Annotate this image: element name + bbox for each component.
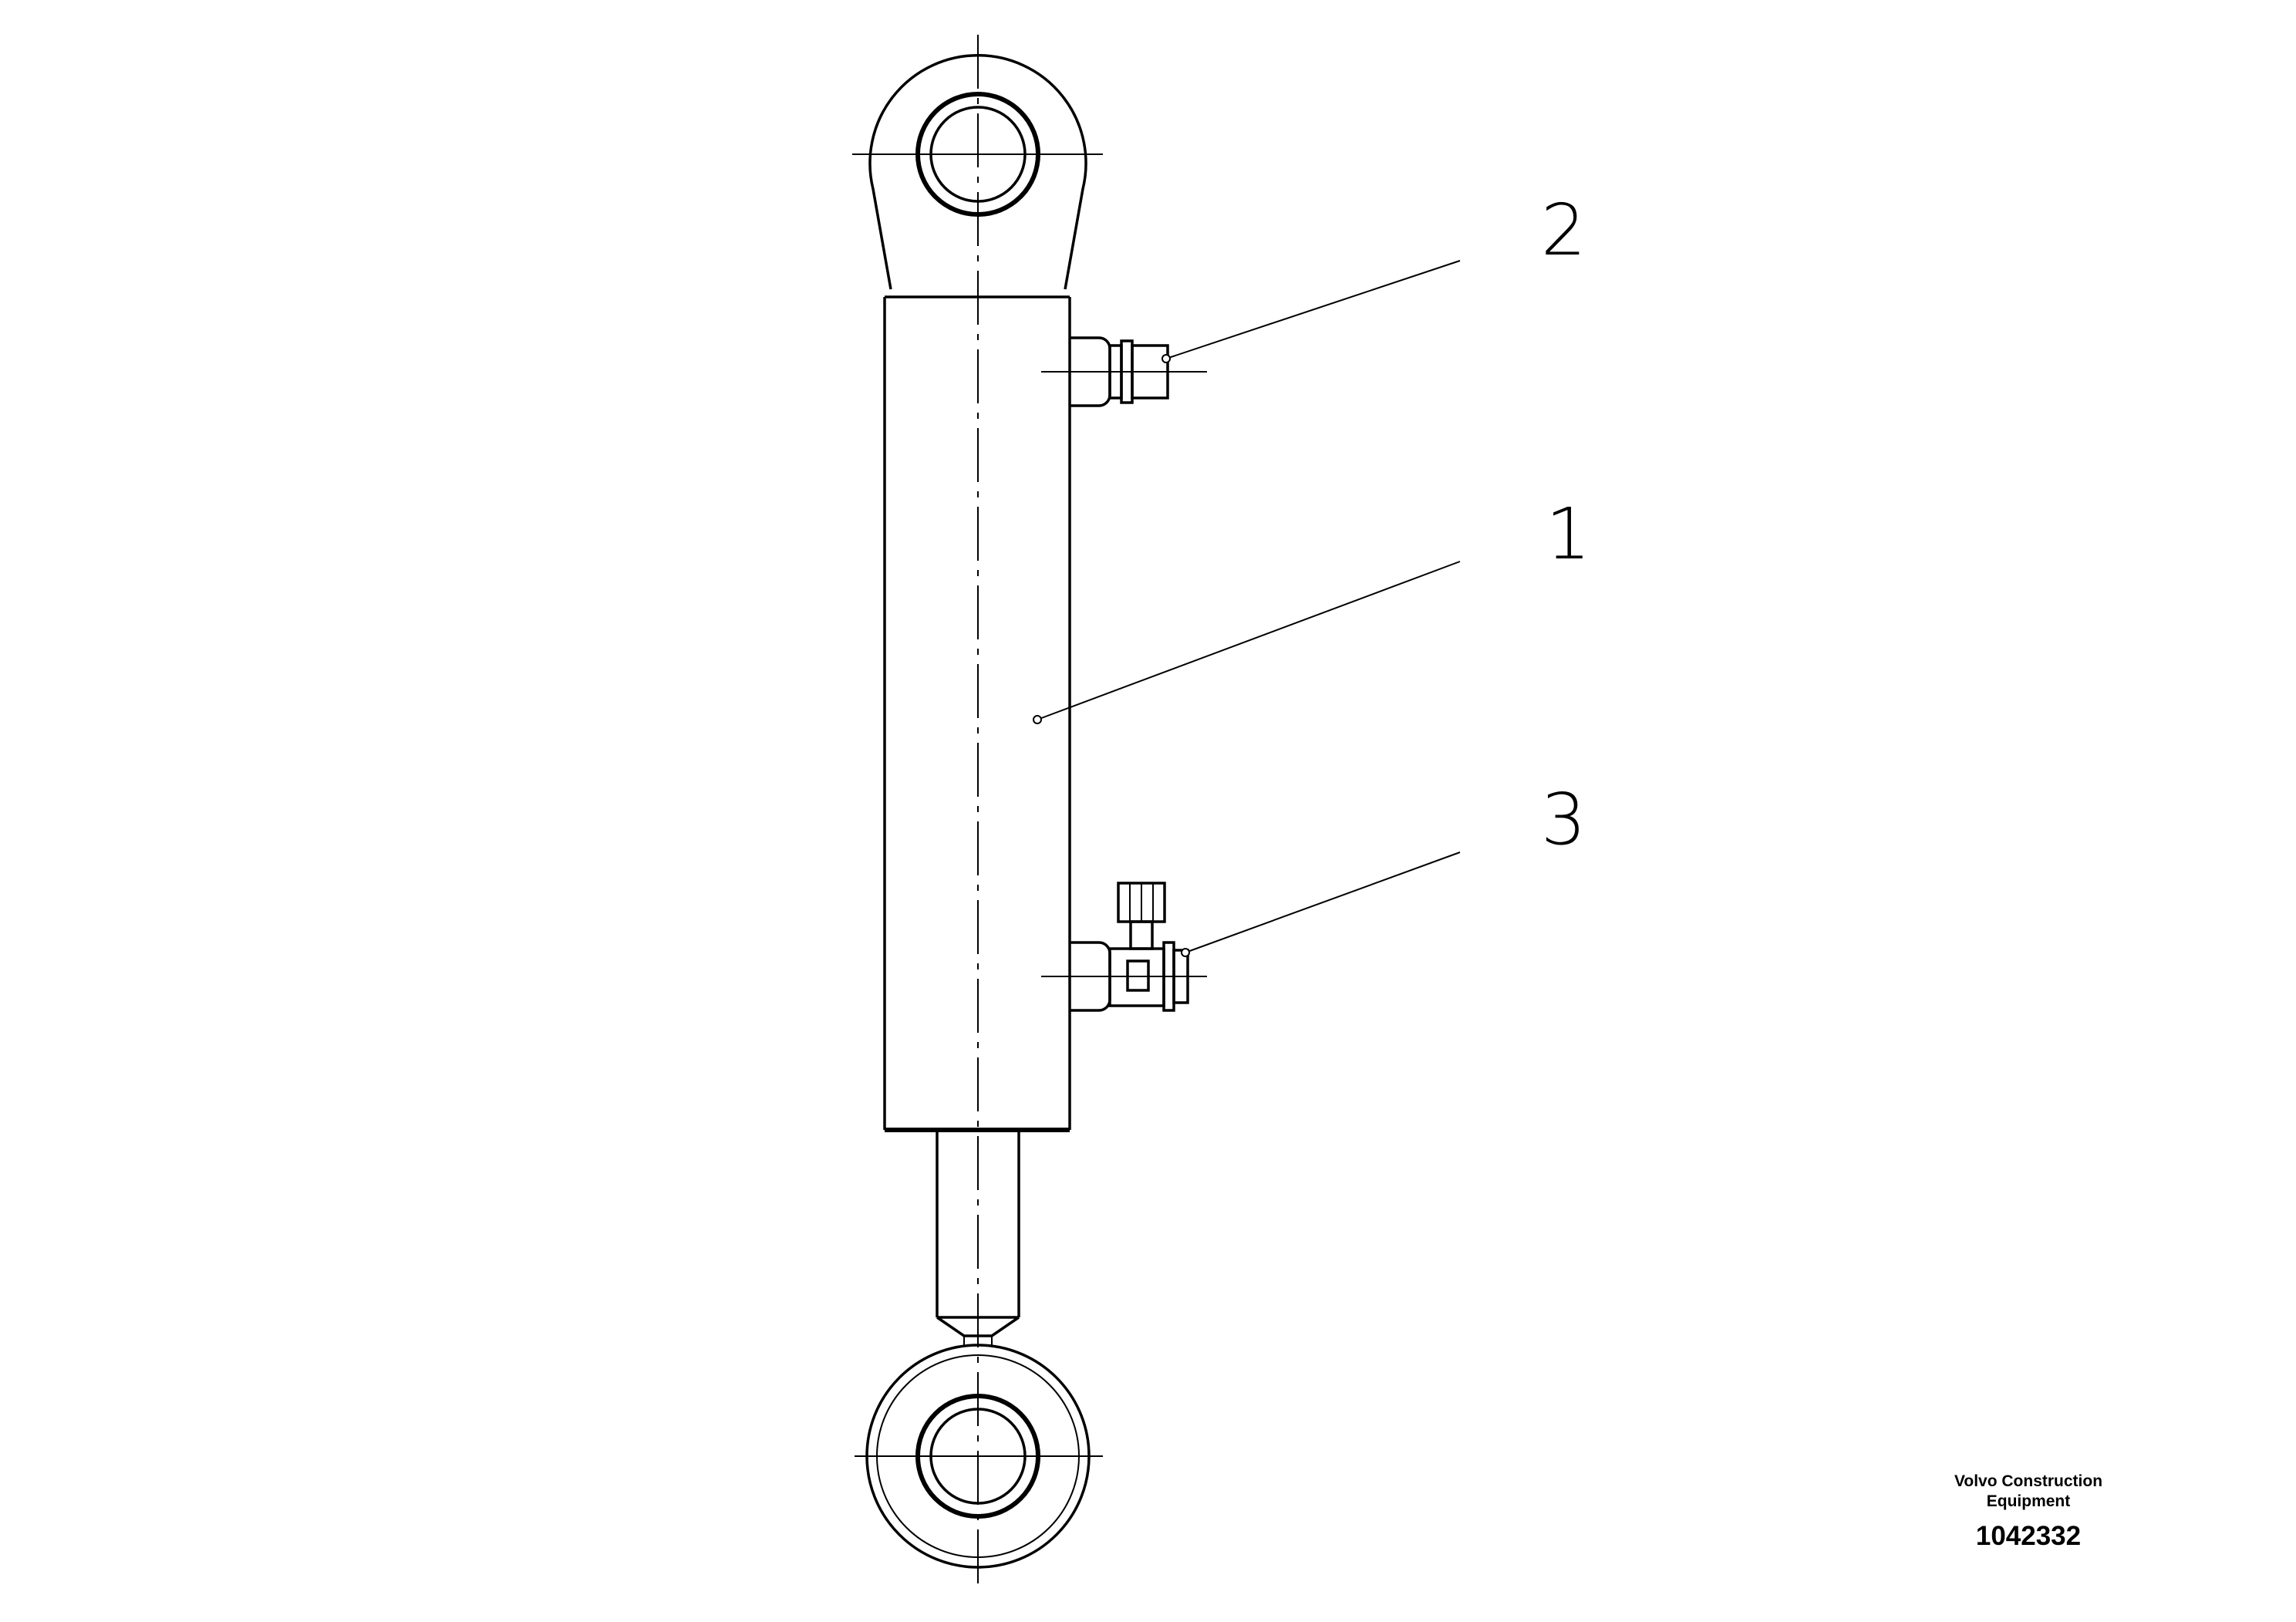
company-name-line-1: Volvo Construction <box>1954 1472 2103 1490</box>
upper-port-fitting <box>1041 336 1207 407</box>
callout-number-3: 3 <box>1541 778 1586 861</box>
callout-number-1: 1 <box>1546 493 1591 575</box>
company-name-line-2: Equipment <box>1986 1492 2071 1510</box>
drawing-number: 1042332 <box>1975 1521 2082 1551</box>
top-clevis-eye <box>852 54 1103 290</box>
leader-line-1 <box>1033 561 1461 724</box>
piston-rod <box>936 1132 1020 1345</box>
leader-line-2 <box>1161 260 1461 363</box>
leader-line-3 <box>1181 851 1461 957</box>
lower-valve-fitting <box>1041 882 1207 1012</box>
callout-number-2: 2 <box>1541 189 1586 271</box>
cylinder-barrel <box>883 295 1071 1132</box>
drawing-caption: Volvo Construction Equipment 1042332 <box>1913 1472 2144 1553</box>
bottom-rod-eye <box>855 1344 1103 1569</box>
